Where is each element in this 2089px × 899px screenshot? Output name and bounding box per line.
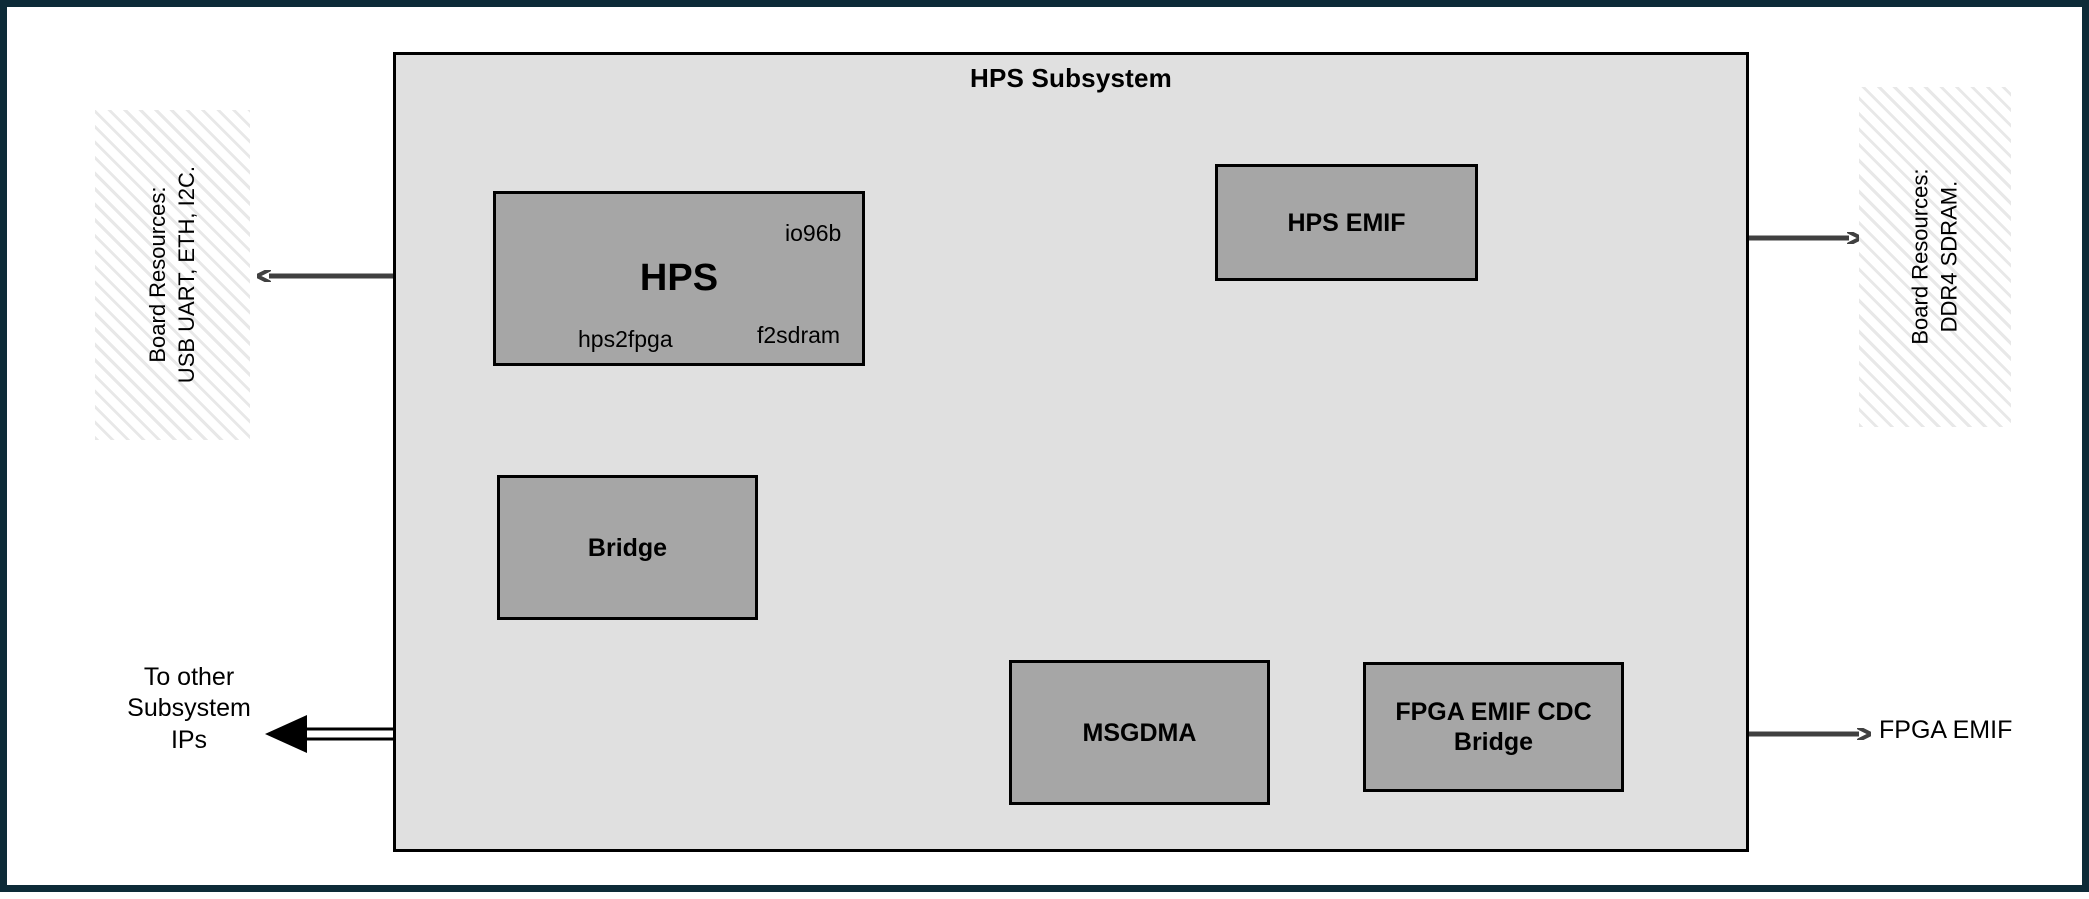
port-label-hps2fpga: hps2fpga <box>578 326 673 352</box>
board-resources-right-label: Board Resources:DDR4 SDRAM. <box>1907 168 1961 346</box>
port-label-io96b: io96b <box>785 220 842 246</box>
board-resources-left-label: Board Resources:USB UART, ETH, I2C. <box>144 166 199 384</box>
board-resources-right-panel: Board Resources:DDR4 SDRAM. <box>1859 87 2011 427</box>
port-label-f2sdram: f2sdram <box>757 322 841 348</box>
board-resources-left-panel: Board Resources:USB UART, ETH, I2C. <box>95 110 250 440</box>
hps-subsystem-title: HPS Subsystem <box>969 63 1172 93</box>
block-msgdma-label: MSGDMA <box>1082 718 1197 747</box>
block-hps-emif-label: HPS EMIF <box>1287 208 1406 237</box>
diagram-stage: HPS (dark gray signal) --> HPS EMIF --> … <box>7 7 2082 885</box>
block-hps-emif[interactable]: HPS EMIF <box>1215 164 1478 281</box>
block-hps-label: HPS <box>639 256 719 299</box>
block-hps[interactable]: HPS <box>493 191 865 366</box>
block-bridge[interactable]: Bridge <box>497 475 758 620</box>
block-bridge-label: Bridge <box>587 533 668 562</box>
label-fpga-emif: FPGA EMIF <box>1879 716 2013 744</box>
block-msgdma[interactable]: MSGDMA <box>1009 660 1270 805</box>
